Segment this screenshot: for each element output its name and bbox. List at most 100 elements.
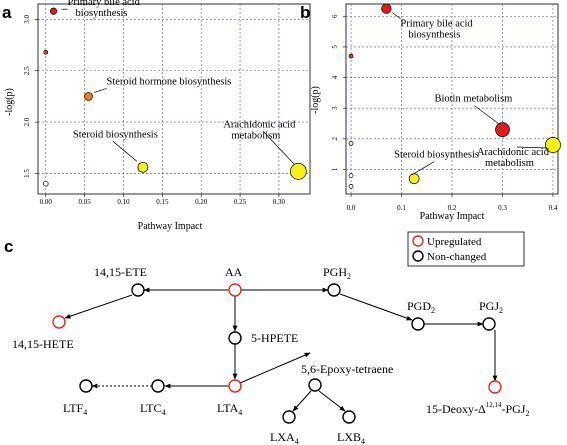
x-tick-label: 0.4 [549, 204, 558, 212]
legend-nonchanged-marker [412, 250, 424, 262]
y-tick-label: 1.5 [23, 169, 31, 178]
node-lxa4 [282, 410, 296, 424]
label-ltf4: LTF4 [63, 401, 87, 417]
annotation-leader [474, 105, 499, 124]
point-annotation: Biotin metabolism [434, 94, 512, 105]
edge-epoxy-lxb4 [318, 390, 346, 412]
x-tick-label: 0.05 [79, 198, 92, 206]
bubble-point [49, 7, 58, 15]
y-tick-label: 5 [331, 45, 339, 49]
panel-a-xlabel: Pathway Impact [138, 221, 203, 232]
pathway-edges [64, 287, 498, 412]
label-lta4: LTA4 [217, 401, 242, 417]
label-hpete: 5-HPETE [251, 331, 298, 345]
y-tick-label: 3 [331, 106, 339, 110]
y-tick-label: 2 [331, 137, 339, 141]
node-hete [52, 315, 66, 329]
annotation-leader [263, 131, 295, 165]
panel-a-letter: a [2, 3, 12, 22]
bubble-point [348, 53, 354, 59]
bubble-point [84, 92, 93, 101]
node-aa [228, 283, 242, 297]
panel-b-letter: b [300, 3, 310, 22]
bubble-point [289, 163, 307, 180]
bubble-point [348, 183, 354, 189]
node-epoxy [308, 378, 322, 392]
legend: Upregulated Non-changed [407, 231, 525, 267]
bubble-point [408, 173, 420, 185]
node-ete [131, 283, 145, 297]
bubble-point [43, 49, 49, 55]
node-pgj2 [482, 317, 496, 331]
x-tick-label: 0.25 [234, 198, 247, 206]
edge-epoxy-lxa4 [292, 390, 312, 412]
pathway-labels: 14,15-ETE AA PGH2 14,15-HETE 5-HPETE PGD… [12, 265, 529, 445]
bubble-point [43, 180, 49, 187]
y-tick-label: 4 [331, 75, 339, 79]
bubble-point [348, 173, 354, 178]
annotation-leader [112, 141, 138, 162]
label-pgh2: PGH2 [323, 265, 351, 281]
legend-nonchanged-label: Non-changed [427, 251, 487, 263]
label-lxa4: LXA4 [270, 430, 299, 445]
x-tick-label: 0.3 [498, 204, 507, 212]
x-tick-label: 0.0 [347, 204, 356, 212]
point-annotation: Steroid hormone biosynthesis [107, 76, 232, 87]
node-pgh2 [327, 283, 341, 297]
y-tick-label: 2.5 [23, 66, 31, 75]
bubble-point [381, 3, 392, 14]
node-pgd2 [411, 317, 425, 331]
node-deoxy [488, 380, 502, 394]
label-hete: 14,15-HETE [12, 337, 74, 351]
node-lxb4 [342, 410, 356, 424]
x-tick-label: 0.1 [397, 204, 406, 212]
bubble-point [137, 161, 149, 173]
label-aa: AA [225, 265, 243, 279]
node-lta4 [228, 379, 242, 393]
x-tick-label: 0.30 [273, 198, 286, 206]
x-tick-label: 0.00 [40, 198, 53, 206]
label-pgd2: PGD2 [407, 299, 435, 315]
panel-c-letter: c [4, 237, 13, 256]
label-epoxy: 5,6-Epoxy-tetraene [301, 362, 393, 376]
x-tick-label: 0.15 [156, 198, 169, 206]
panel-a-ylabel: -log(p) [4, 88, 15, 116]
bubble-point [495, 122, 510, 137]
annotation-leader [94, 88, 107, 93]
label-ltc4: LTC4 [140, 401, 166, 417]
edge-ete-hete [64, 294, 133, 319]
bubble-point [545, 137, 561, 153]
y-tick-label: 2.0 [23, 117, 31, 126]
x-tick-label: 0.10 [117, 198, 130, 206]
x-tick-label: 0.2 [448, 204, 457, 212]
node-ltf4 [79, 379, 93, 393]
legend-upregulated-label: Upregulated [427, 236, 482, 248]
panel-b-xlabel: Pathway Impact [420, 211, 485, 222]
bubble-point [348, 141, 354, 146]
panel-b-ylabel: -log(p) [310, 86, 321, 114]
y-tick-label: 6 [331, 14, 339, 18]
pathway-nodes [52, 283, 502, 424]
point-annotation: Steroid biosynthesis [394, 150, 479, 161]
annotation-leader [516, 146, 547, 149]
node-ltc4 [151, 379, 165, 393]
y-tick-label: 3.0 [23, 15, 31, 24]
x-tick-label: 0.20 [195, 198, 208, 206]
point-annotation: Steroid biosynthesis [73, 129, 158, 140]
panel-a-plot: 0.00 0.05 0.10 0.15 0.20 0.25 0.30 1.5 2.0 2.5 3.0… [23, 0, 311, 206]
legend-upregulated-marker [412, 235, 424, 247]
plot-frame [37, 3, 311, 195]
edge-lta4-epoxy [239, 352, 311, 384]
label-ete: 14,15-ETE [94, 265, 147, 279]
y-tick-label: 1 [331, 167, 339, 171]
label-deoxy: 15-Deoxy-Δ12,14-PGJ2 [426, 401, 529, 418]
edge-pgh2-pgd2 [339, 293, 413, 321]
label-lxb4: LXB4 [337, 430, 365, 445]
label-pgj2: PGJ2 [479, 299, 503, 315]
